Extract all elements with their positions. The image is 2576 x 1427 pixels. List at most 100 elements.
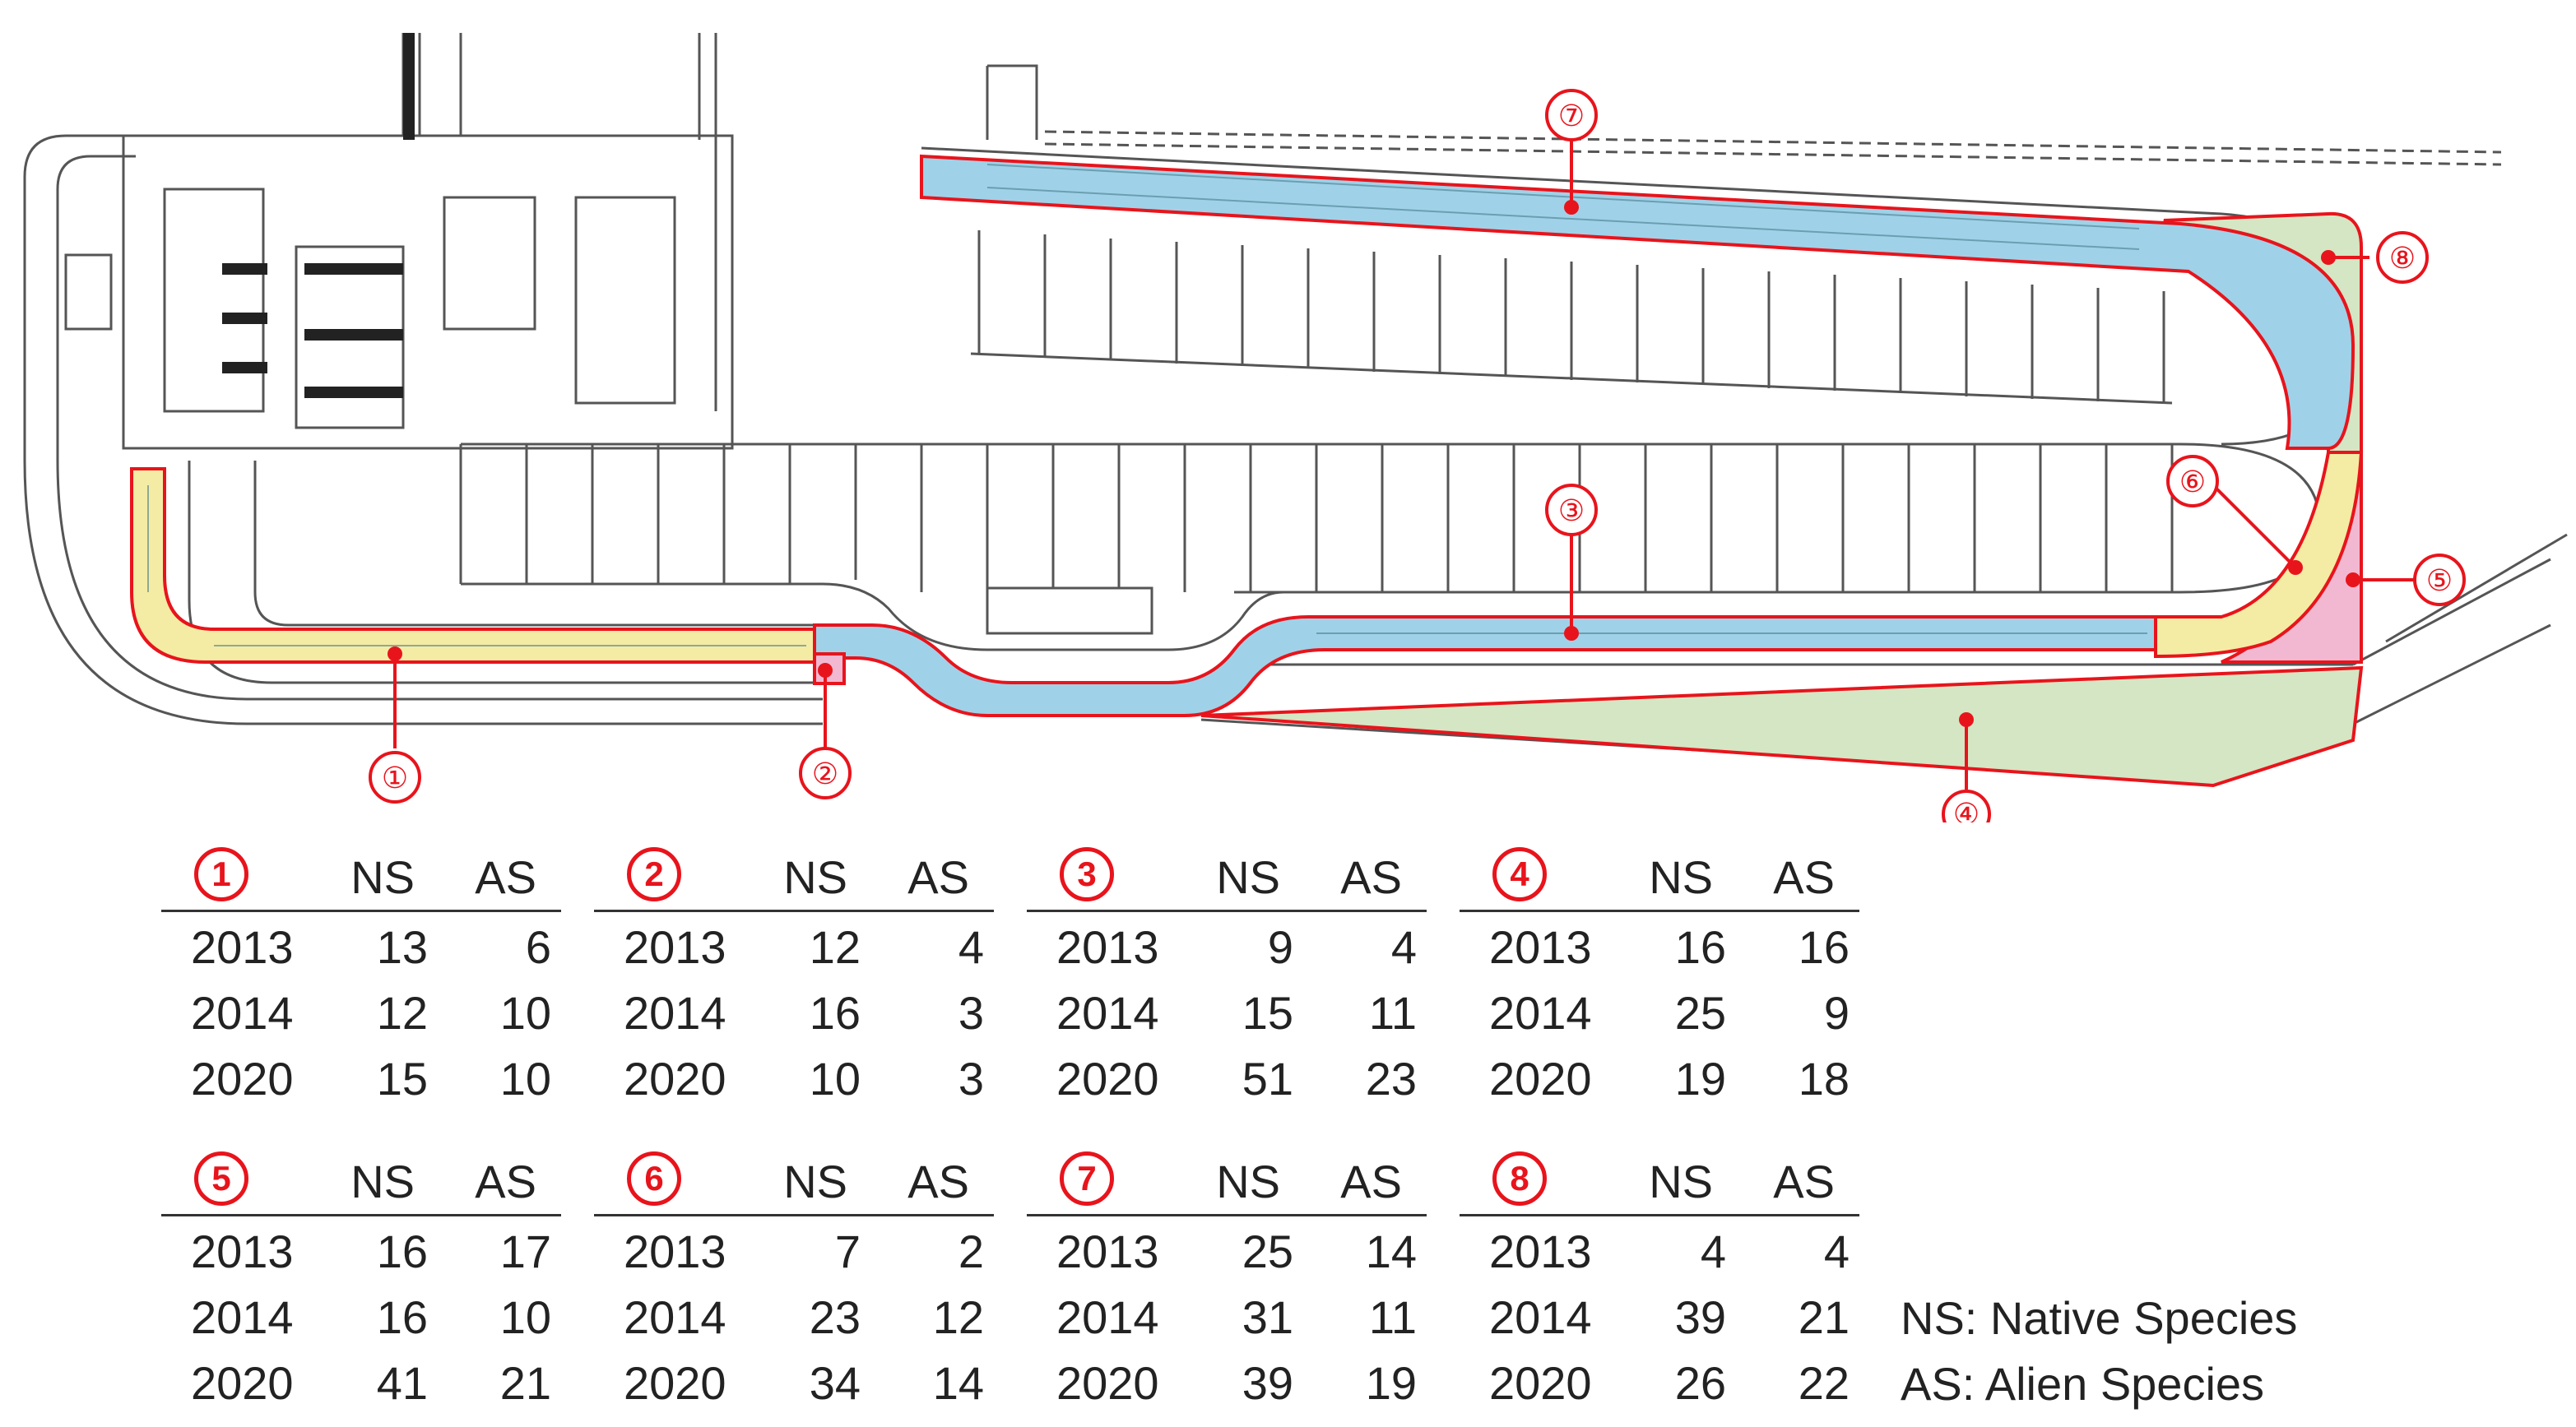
year: 2020: [1056, 1053, 1159, 1105]
table-header: 1 NS AS: [161, 839, 561, 912]
map-label-7: ⑦: [1558, 99, 1585, 132]
col-ns-header: NS: [783, 851, 847, 903]
zone-marker: 6: [627, 1151, 681, 1206]
zone-7-area: [920, 154, 2356, 450]
map-label-1: ①: [382, 761, 408, 795]
year: 2020: [191, 1357, 294, 1409]
col-ns-header: NS: [1649, 1156, 1713, 1207]
year: 2013: [191, 921, 294, 973]
ns-value: 34: [809, 1357, 861, 1409]
year: 2013: [1489, 1225, 1592, 1277]
ns-value: 16: [1674, 921, 1726, 973]
table-header: 7 NS AS: [1027, 1143, 1427, 1216]
col-as-header: AS: [907, 851, 969, 903]
year: 2014: [191, 987, 294, 1039]
year: 2014: [624, 1291, 726, 1343]
ns-value: 39: [1674, 1291, 1726, 1343]
as-value: 10: [499, 1291, 551, 1343]
planting-hatch: [147, 164, 2147, 646]
year: 2014: [191, 1291, 294, 1343]
as-value: 23: [1365, 1053, 1417, 1105]
table-header: 6 NS AS: [594, 1143, 994, 1216]
as-value: 12: [932, 1291, 984, 1343]
year: 2020: [624, 1357, 726, 1409]
table-row: 2020 39 19: [1027, 1348, 1427, 1414]
ns-value: 19: [1674, 1053, 1726, 1105]
legend-ns: NS: Native Species: [1901, 1292, 2298, 1344]
map-label-8: ⑧: [2389, 241, 2416, 275]
map-label-6: ⑥: [2179, 465, 2206, 498]
zone-6-area: [2154, 451, 2364, 659]
ns-value: 16: [809, 987, 861, 1039]
ns-value: 51: [1242, 1053, 1293, 1105]
col-as-header: AS: [907, 1156, 969, 1207]
year: 2013: [1056, 1225, 1159, 1277]
year: 2013: [1056, 921, 1159, 973]
ns-value: 39: [1242, 1357, 1293, 1409]
ns-value: 41: [376, 1357, 428, 1409]
table-zone-7: 7 NS AS 2013 25 14 2014 31 11 2020 39 19: [1027, 1143, 1427, 1414]
year: 2013: [624, 1225, 726, 1277]
as-value: 11: [1368, 1291, 1417, 1343]
map-label-3: ③: [1558, 493, 1585, 527]
ns-value: 26: [1674, 1357, 1726, 1409]
zone-marker: 7: [1060, 1151, 1114, 1206]
col-ns-header: NS: [1216, 851, 1280, 903]
ns-value: 25: [1242, 1225, 1293, 1277]
as-value: 14: [1365, 1225, 1417, 1277]
ns-value: 15: [1242, 987, 1293, 1039]
as-value: 21: [1798, 1291, 1850, 1343]
table-row: 2013 25 14: [1027, 1216, 1427, 1282]
year: 2013: [1489, 921, 1592, 973]
year: 2020: [1056, 1357, 1159, 1409]
ns-value: 10: [809, 1053, 861, 1105]
as-value: 18: [1798, 1053, 1850, 1105]
as-value: 4: [1390, 921, 1417, 973]
zone-marker: 5: [194, 1151, 248, 1206]
upper-wing-partitions: [977, 230, 2165, 403]
year: 2014: [1056, 1291, 1159, 1343]
as-value: 17: [499, 1225, 551, 1277]
zone-marker: 8: [1492, 1151, 1547, 1206]
ns-value: 15: [376, 1053, 428, 1105]
year: 2020: [624, 1053, 726, 1105]
marker-dots: [388, 200, 2360, 727]
ns-value: 31: [1242, 1291, 1293, 1343]
table-row: 2020 51 23: [1027, 1044, 1427, 1110]
zone-1-area: [130, 467, 816, 664]
table-header: 8 NS AS: [1460, 1143, 1859, 1216]
map-label-4: ④: [1953, 797, 1980, 822]
table-header: 5 NS AS: [161, 1143, 561, 1216]
year: 2014: [1489, 987, 1592, 1039]
marker-leaders: [393, 140, 2419, 790]
col-ns-header: NS: [1649, 851, 1713, 903]
year: 2014: [1489, 1291, 1592, 1343]
as-value: 4: [958, 921, 984, 973]
year: 2020: [1489, 1357, 1592, 1409]
zone-marker: 1: [194, 847, 248, 901]
col-ns-header: NS: [783, 1156, 847, 1207]
col-as-header: AS: [1773, 851, 1835, 903]
as-value: 19: [1365, 1357, 1417, 1409]
table-header: 4 NS AS: [1460, 839, 1859, 912]
legend-as: AS: Alien Species: [1901, 1358, 2265, 1410]
ns-value: 16: [376, 1291, 428, 1343]
year: 2020: [1489, 1053, 1592, 1105]
